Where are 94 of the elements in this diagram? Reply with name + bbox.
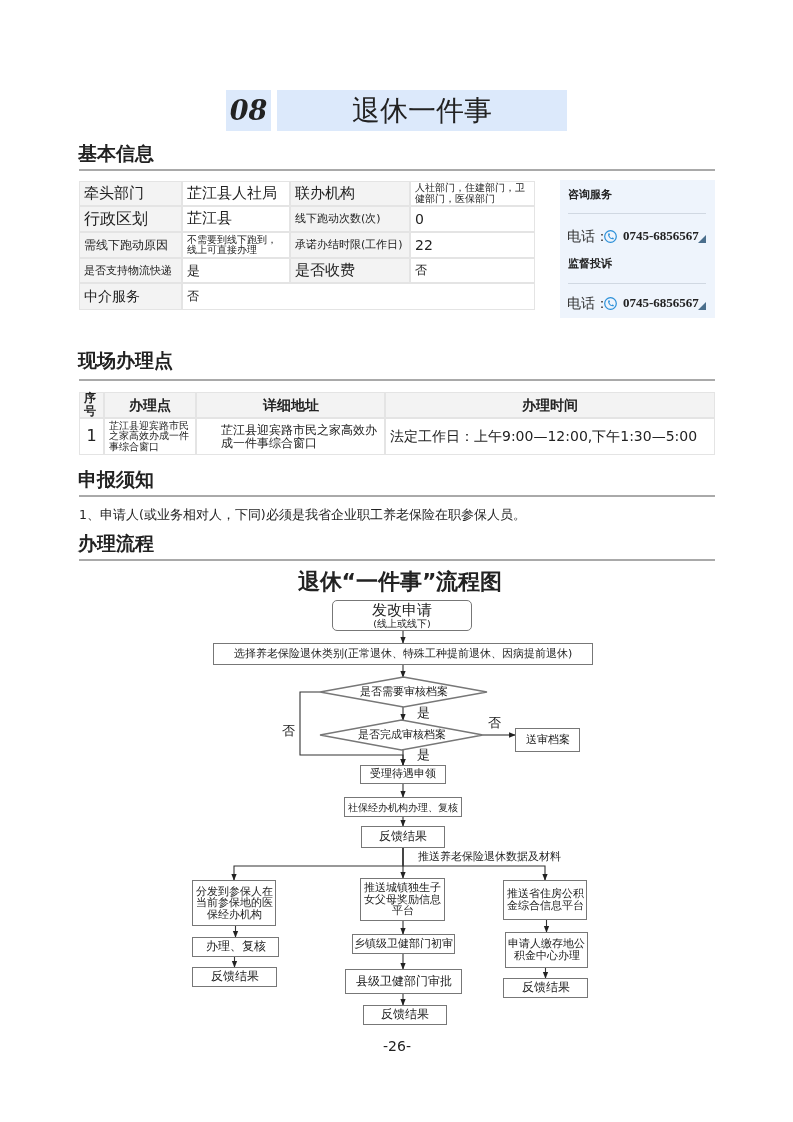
- table-header-cell: 牵头部门: [79, 181, 182, 206]
- node-text: 县级卫健部门审批: [355, 974, 452, 989]
- panel-heading: 咨询服务: [568, 187, 613, 203]
- phone-label: 电话：: [567, 294, 607, 313]
- node-text: 是否完成审核档案: [357, 728, 446, 742]
- edge-label: 否: [488, 716, 501, 731]
- table-header-cell: 序号: [79, 392, 104, 418]
- process-box: [213, 643, 593, 665]
- node-text: 受理待遇申领: [370, 768, 436, 781]
- arrow: [400, 630, 406, 644]
- node-text: (线上或线下): [373, 618, 431, 629]
- arrow: [400, 783, 406, 798]
- table-cell: 否: [182, 283, 535, 310]
- node-text: 是否需要审核档案: [359, 685, 448, 699]
- arrow: [231, 956, 238, 968]
- phone-number: 0745-6856567: [623, 227, 698, 245]
- table-cell: 法定工作日：上午9:00—12:00,下午1:30—5:00: [385, 418, 715, 455]
- node-text: 办理、复核: [205, 940, 266, 954]
- table-cell: 芷江县迎宾路市民之家高效办成一件事综合窗口: [196, 418, 385, 455]
- arrow: [400, 953, 406, 970]
- table-header-cell: 中介服务: [79, 283, 182, 310]
- edge-label: 推送养老保险退休数据及材料: [418, 851, 561, 863]
- process-box: [503, 880, 587, 920]
- table-cell: 芷江县人社局: [182, 181, 290, 206]
- edge-label: 是: [417, 748, 430, 763]
- arrow: [232, 925, 239, 938]
- table-header-cell: 承诺办结时限(工作日): [290, 232, 410, 258]
- table-header-cell: 办理点: [104, 392, 196, 418]
- table-cell: 芷江县: [182, 206, 290, 232]
- phone-label: 电话：: [567, 227, 607, 246]
- table-cell: 不需要到线下跑到，线上可直接办理: [182, 232, 290, 258]
- node-text: 申请人缴存地公积金中心办理: [507, 938, 586, 962]
- node-text: 推送城镇独生子女父母奖励信息平台: [363, 882, 442, 917]
- arrow: [400, 749, 406, 766]
- node-text: 反馈结果: [521, 981, 570, 995]
- table-header-cell: 是否收费: [290, 258, 410, 283]
- node-text: 乡镇级卫健部门初审: [354, 938, 453, 950]
- edge-label: 是: [417, 706, 430, 721]
- process-box: [505, 932, 588, 968]
- phone-number: 0745-6856567: [623, 294, 698, 312]
- start-box: [332, 600, 472, 631]
- table-header-cell: 办理时间: [385, 392, 715, 418]
- process-box: [515, 728, 580, 752]
- section-heading: 基本信息: [78, 141, 155, 166]
- panel-heading: 监督投诉: [568, 256, 613, 272]
- table-header-cell: 详细地址: [196, 392, 385, 418]
- arrow: [400, 706, 406, 721]
- table-header-cell: 需线下跑动原因: [79, 232, 182, 258]
- table-cell: 0: [410, 206, 535, 232]
- arrow: [542, 967, 549, 979]
- decision-diamond: [320, 677, 487, 707]
- node-text: 反馈结果: [379, 830, 427, 844]
- node-text: 反馈结果: [381, 1008, 429, 1022]
- table-cell: 1: [79, 418, 104, 455]
- process-box: [361, 826, 445, 848]
- table-header-cell: 线下跑动次数(次): [290, 206, 410, 232]
- arrow: [400, 993, 406, 1006]
- process-box: [192, 937, 279, 957]
- process-box: [503, 978, 588, 998]
- arrow: [543, 919, 550, 933]
- table-header-cell: 联办机构: [290, 181, 410, 206]
- process-box: [360, 765, 446, 784]
- process-box: [192, 967, 277, 987]
- process-box: [345, 969, 462, 994]
- chapter-number: 08: [226, 90, 271, 131]
- flowchart-title: 退休“一件事”流程图: [296, 568, 504, 596]
- table-cell: 否: [410, 258, 535, 283]
- table-cell: 芷江县迎宾路市民之家高效办成一件事综合窗口: [104, 418, 196, 455]
- table-cell: 人社部门，住建部门，卫健部门，医保部门: [410, 181, 535, 206]
- table-cell: 22: [410, 232, 535, 258]
- section-heading: 现场办理点: [78, 348, 174, 373]
- node-text: 送审档案: [525, 733, 570, 747]
- section-heading: 办理流程: [78, 531, 155, 556]
- node-text: 反馈结果: [210, 970, 259, 984]
- title-banner: 退休一件事: [277, 90, 567, 131]
- note-text: 1、申请人(或业务相对人，下同)必须是我省企业职工养老保险在职参保人员。: [79, 507, 527, 524]
- arrow: [400, 816, 406, 827]
- node-text: 社保经办机构办理、复核: [348, 801, 458, 813]
- arrow: [482, 732, 516, 738]
- edge-label: 否: [282, 724, 295, 739]
- arrow: [400, 664, 406, 678]
- table-header-cell: 是否支持物流快递: [79, 258, 182, 283]
- node-text: 推送省住房公积金综合信息平台: [505, 888, 585, 912]
- arrow: [402, 847, 548, 881]
- decision-diamond: [320, 720, 483, 750]
- table-cell: 是: [182, 258, 290, 283]
- page-number: -26-: [382, 1038, 412, 1056]
- node-text: 发改申请: [372, 602, 432, 619]
- process-box: [363, 1005, 447, 1025]
- node-text: 选择养老保险退休类别(正常退休、特殊工种提前退休、因病提前退休): [233, 647, 573, 661]
- section-heading: 申报须知: [78, 467, 155, 492]
- table-header-cell: 行政区划: [79, 206, 182, 232]
- arrow: [400, 920, 406, 935]
- node-text: 分发到参保人在当前参保地的医保经办机构: [194, 885, 274, 921]
